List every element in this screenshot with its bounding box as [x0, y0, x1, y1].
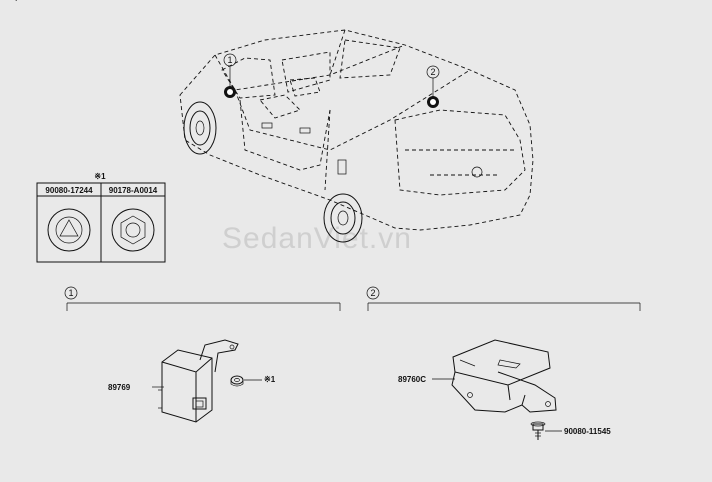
fastener-table: ※1 90080-17244 90178-A0014 [36, 172, 166, 263]
vehicle-outline [179, 29, 534, 231]
svg-text:2: 2 [430, 67, 435, 77]
section-2: 2 89760C 90080-11545 [366, 286, 641, 440]
bolt-drawing [530, 421, 546, 440]
svg-text:1: 1 [68, 288, 73, 298]
svg-text:2: 2 [370, 288, 375, 298]
section-1: 1 89769 ※1 [64, 286, 341, 423]
triangle-nut-icon [47, 208, 91, 252]
hex-nut-icon [111, 208, 155, 252]
note-mark-section-1: ※1 [264, 375, 276, 384]
module-89769-drawing [158, 339, 239, 423]
callout-2-on-vehicle: 2 [426, 65, 440, 108]
svg-text:1: 1 [227, 55, 232, 65]
table-header-2: 90178-A0014 [109, 186, 158, 195]
front-wheel [183, 101, 217, 155]
rear-wheel [323, 193, 363, 243]
header-fragment: ( [14, 0, 17, 1]
callout-1-on-vehicle: 1 [223, 53, 237, 98]
section-2-marker [366, 286, 380, 300]
section-1-marker [64, 286, 78, 300]
part-number-89769: 89769 [108, 383, 131, 392]
nut-1-drawing [230, 375, 244, 387]
table-note-mark: ※1 [94, 172, 106, 181]
bolt-part-number: 90080-11545 [564, 427, 611, 436]
ecu-89760c-drawing [451, 339, 557, 413]
table-header-1: 90080-17244 [45, 186, 93, 195]
part-number-89760c: 89760C [398, 375, 426, 384]
watermark: SedanViet.vn [222, 222, 412, 255]
